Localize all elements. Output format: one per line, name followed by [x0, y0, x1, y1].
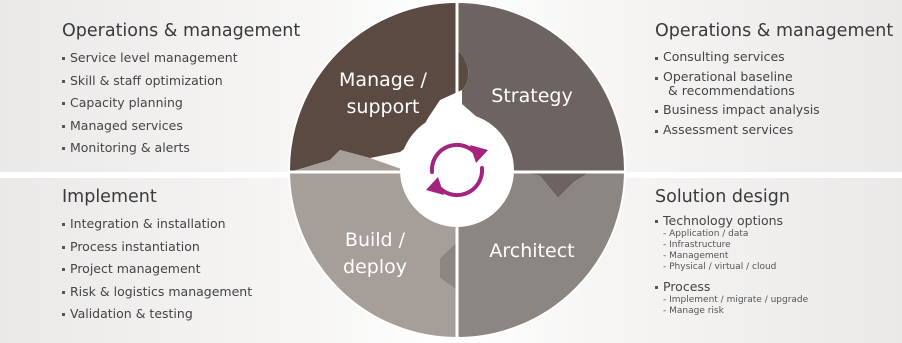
sub-item: - Application / data: [663, 229, 749, 239]
sub-item: - Implement / migrate / upgrade: [663, 295, 809, 305]
cycle-arrows-icon: [426, 142, 488, 198]
list-item: Project management: [62, 258, 252, 281]
list-item: Integration & installation: [62, 213, 252, 236]
list-item: Operational baseline& recommendations: [655, 67, 893, 98]
center-hub: [400, 113, 514, 227]
segment-label: Manage /: [339, 69, 428, 91]
segment-label: deploy: [343, 256, 407, 278]
list-item: Assessment services: [655, 120, 893, 140]
panel-implement: Implement Integration & installation Pro…: [62, 187, 252, 326]
panel-title: Operations & management: [62, 21, 301, 41]
list-item: Validation & testing: [62, 303, 252, 326]
panel-operations-management-left: Operations & management Service level ma…: [62, 21, 300, 160]
list-item-line: Operational baseline: [663, 69, 793, 84]
list-item: Capacity planning: [62, 92, 300, 115]
panel-solution-design: Solution design Technology options - App…: [655, 187, 808, 323]
sub-item: - Physical / virtual / cloud: [663, 262, 777, 272]
list-group: Technology options - Application / data …: [655, 213, 808, 273]
segment-label: Build /: [345, 229, 406, 251]
list-group: Process - Implement / migrate / upgrade …: [655, 279, 808, 317]
list-item: Consulting services: [655, 47, 893, 67]
segment-label: Strategy: [491, 85, 572, 107]
list-item-line: & recommendations: [668, 83, 795, 98]
segment-label: Architect: [489, 240, 574, 262]
list-item: Business impact analysis: [655, 100, 893, 120]
panel-operations-management-right: Operations & management Consulting servi…: [655, 21, 893, 140]
sub-item: - Manage risk: [663, 306, 724, 316]
panel-title: Solution design: [655, 187, 790, 207]
list-item: Risk & logistics management: [62, 281, 252, 304]
list-item: Skill & staff optimization: [62, 70, 300, 93]
segment-label: support: [347, 96, 420, 118]
list-item: Service level management: [62, 47, 300, 70]
list-item: Managed services: [62, 115, 300, 138]
panel-title: Operations & management: [655, 21, 894, 41]
sub-item: - Infrastructure: [663, 240, 731, 250]
panel-title: Implement: [62, 187, 157, 207]
group-label: Technology options: [663, 213, 784, 228]
list-item: Monitoring & alerts: [62, 137, 300, 160]
group-label: Process: [663, 279, 711, 294]
list-item: Process instantiation: [62, 236, 252, 259]
sub-item: - Management: [663, 251, 729, 261]
wheel-rim: [288, 1, 626, 339]
